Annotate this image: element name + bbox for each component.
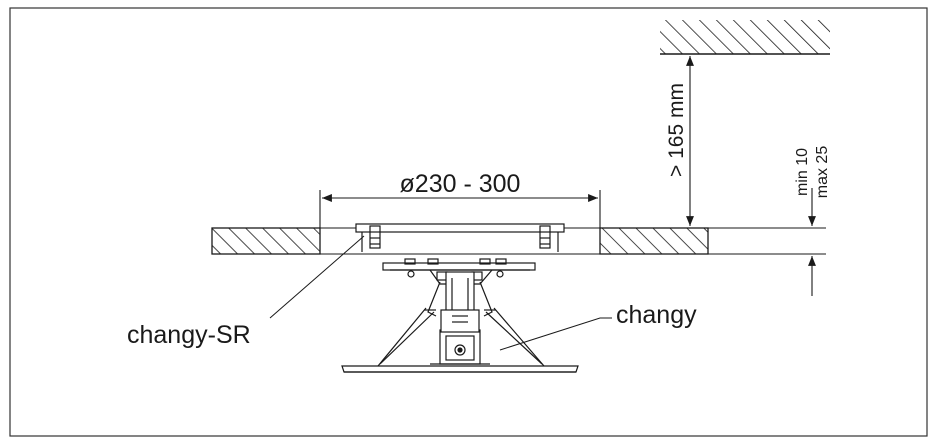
- thickness-max-label: max 25: [814, 146, 831, 199]
- thickness-dimension: [708, 188, 826, 296]
- frame-border: [9, 7, 928, 437]
- diameter-label: ø230 - 300: [400, 170, 521, 198]
- diameter-dimension: [319, 190, 601, 228]
- changy-sr-ring: [355, 223, 565, 252]
- changy-fixture: [341, 258, 579, 373]
- changy-label: changy: [616, 301, 697, 329]
- clearance-label: > 165 mm: [665, 83, 688, 177]
- changy-sr-label: changy-SR: [127, 321, 251, 349]
- upper-ceiling: [660, 20, 830, 55]
- changy-sr-leader: [269, 235, 365, 319]
- changy-leader: [499, 317, 612, 351]
- thickness-min-label: min 10: [794, 148, 811, 196]
